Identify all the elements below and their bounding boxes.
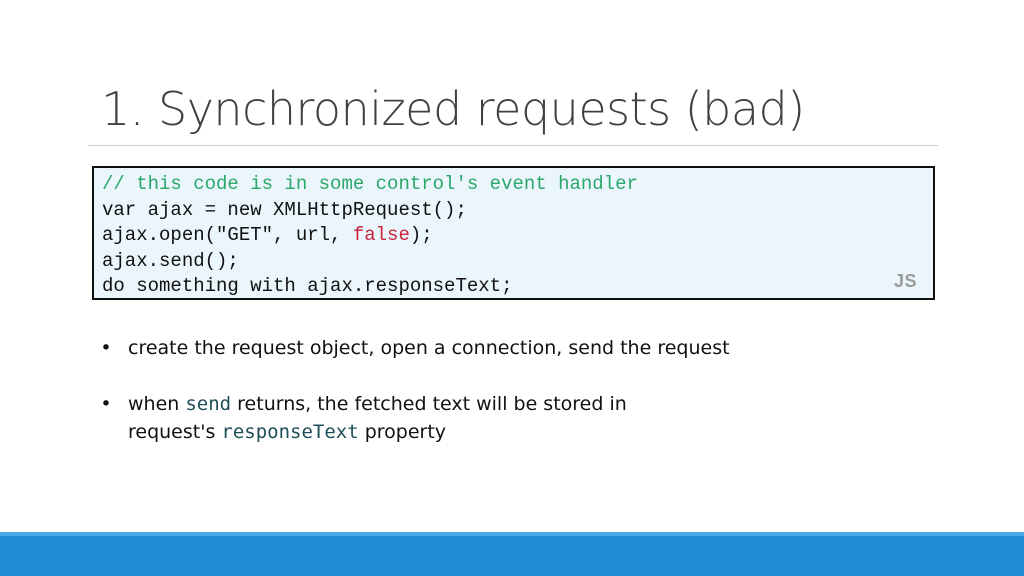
code-block: // this code is in some control's event … (92, 166, 935, 300)
bullet-text-middle: returns, the fetched text will be stored… (231, 393, 627, 415)
bullet-item: • create the request object, open a conn… (96, 334, 816, 362)
code-comment: // this code is in some control's event … (102, 173, 638, 195)
bullet-dot-icon: • (100, 337, 112, 359)
bullet-dot-icon: • (100, 393, 112, 415)
title-divider (88, 145, 938, 146)
bullet-item: • when send returns, the fetched text wi… (96, 390, 816, 446)
footer-bar-highlight (0, 532, 1024, 536)
code-line-comment: // this code is in some control's event … (102, 172, 925, 198)
code-line-3: ajax.open("GET", url, false); (102, 223, 925, 249)
code-line-4: ajax.send(); (102, 249, 239, 272)
language-badge: JS (893, 271, 917, 291)
inline-code-responsetext: responseText (221, 421, 359, 443)
bullet-text: create the request object, open a connec… (128, 337, 730, 359)
bullet-text-before: when (128, 393, 186, 415)
bullet-text-after: property (358, 421, 447, 443)
code-keyword-false: false (352, 224, 410, 247)
code-line-5: do something with ajax.responseText; (102, 275, 513, 298)
code-line-3-before: ajax.open("GET", url, (102, 224, 353, 247)
bullet-list: • create the request object, open a conn… (96, 334, 816, 446)
code-line-2: var ajax = new XMLHttpRequest(); (102, 198, 467, 221)
code-line-3-after: ); (409, 224, 433, 247)
bullet-text-line2: request's (128, 421, 222, 443)
footer-bar (0, 536, 1024, 576)
inline-code-send: send (185, 393, 232, 415)
slide-title: 1. Synchronized requests (bad) (101, 82, 805, 136)
